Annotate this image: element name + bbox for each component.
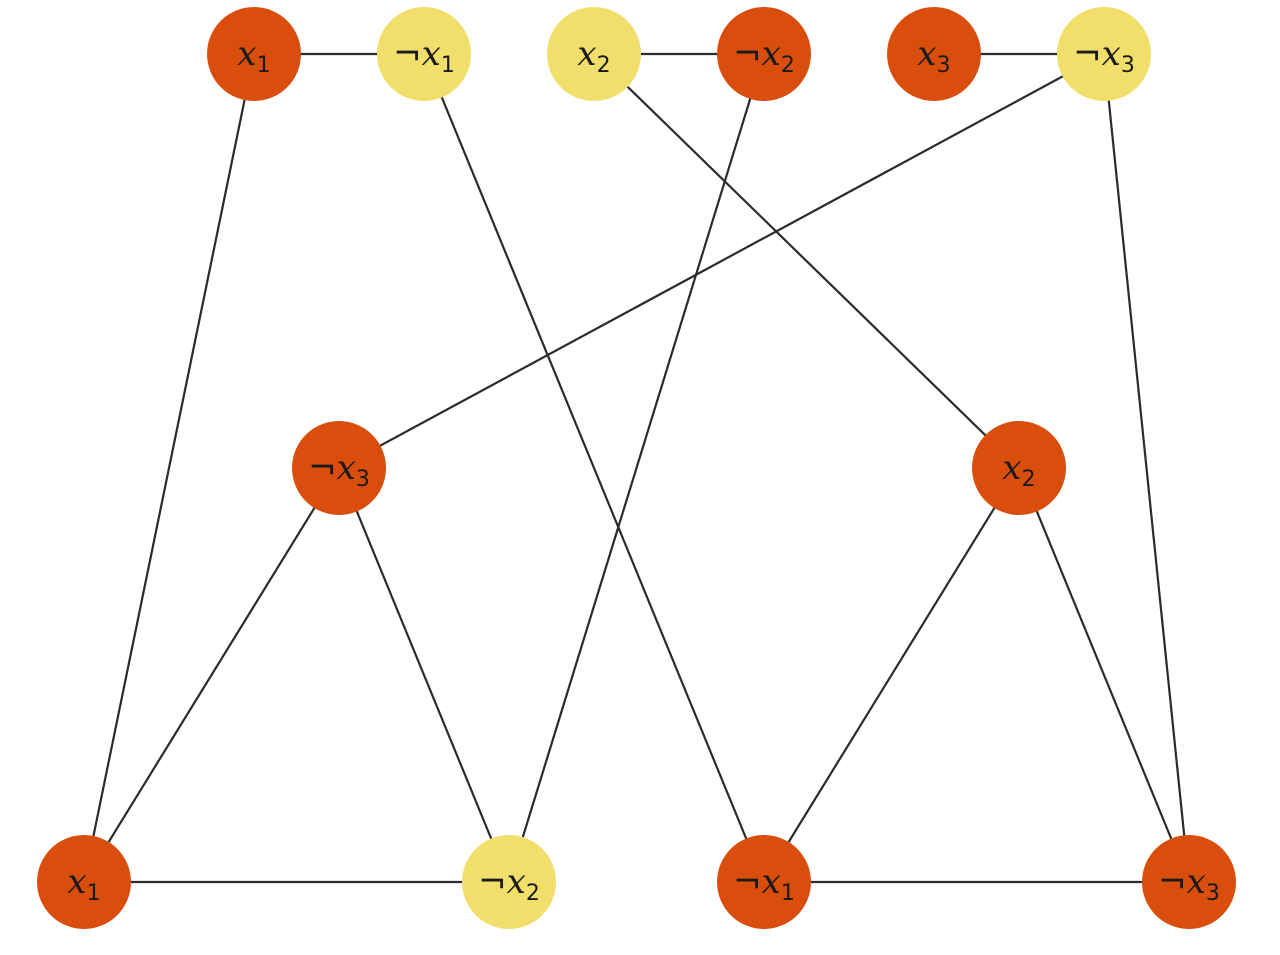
node-c2_nx1: ¬x1 bbox=[717, 835, 811, 929]
negation-symbol: ¬ bbox=[733, 34, 762, 74]
node-subscript: 1 bbox=[87, 881, 101, 906]
node-label: ¬x3 bbox=[1073, 34, 1135, 78]
node-variable: x bbox=[1187, 862, 1206, 902]
node-circle bbox=[1142, 835, 1236, 929]
edge-t_x2-c2_x2 bbox=[593, 53, 1020, 469]
node-label: x1 bbox=[67, 862, 100, 906]
node-subscript: 1 bbox=[257, 53, 271, 78]
node-label: ¬x3 bbox=[1158, 862, 1220, 906]
node-circle bbox=[207, 7, 301, 101]
negation-symbol: ¬ bbox=[478, 862, 507, 902]
edge-t_nx1-c2_nx1 bbox=[422, 53, 766, 883]
node-variable: x bbox=[67, 862, 86, 902]
node-label: ¬x1 bbox=[733, 862, 795, 906]
negation-symbol: ¬ bbox=[1073, 34, 1102, 74]
node-t_x3: x3 bbox=[887, 7, 981, 101]
node-circle bbox=[717, 7, 811, 101]
node-variable: x bbox=[422, 34, 441, 74]
node-variable: x bbox=[1002, 448, 1021, 488]
node-t_x1: x1 bbox=[207, 7, 301, 101]
node-circle bbox=[462, 835, 556, 929]
node-variable: x bbox=[762, 34, 781, 74]
node-label: x2 bbox=[1002, 448, 1035, 492]
node-t_nx2: ¬x2 bbox=[717, 7, 811, 101]
node-subscript: 2 bbox=[781, 53, 795, 78]
node-circle bbox=[292, 421, 386, 515]
node-circle bbox=[717, 835, 811, 929]
node-t_nx3: ¬x3 bbox=[1057, 7, 1151, 101]
node-circle bbox=[37, 835, 131, 929]
node-c1_nx2: ¬x2 bbox=[462, 835, 556, 929]
edge-c1_nx3-c1_x1 bbox=[83, 467, 340, 883]
edge-c2_x2-c2_nx1 bbox=[763, 467, 1020, 883]
node-variable: x bbox=[1102, 34, 1121, 74]
node-circle bbox=[377, 7, 471, 101]
edges-layer bbox=[82, 52, 1191, 884]
negation-symbol: ¬ bbox=[308, 448, 337, 488]
node-variable: x bbox=[762, 862, 781, 902]
edge-t_x1-c1_x1 bbox=[82, 53, 256, 883]
node-label: ¬x2 bbox=[478, 862, 540, 906]
edge-t_nx3-c2_nx3 bbox=[1102, 53, 1191, 883]
node-label: ¬x2 bbox=[733, 34, 795, 78]
node-label: ¬x1 bbox=[393, 34, 455, 78]
node-variable: x bbox=[237, 34, 256, 74]
edge-t_nx3-c1_nx3 bbox=[338, 53, 1105, 469]
node-variable: x bbox=[917, 34, 936, 74]
node-subscript: 3 bbox=[1206, 881, 1220, 906]
node-subscript: 2 bbox=[1022, 467, 1036, 492]
negation-symbol: ¬ bbox=[393, 34, 422, 74]
node-c1_x1: x1 bbox=[37, 835, 131, 929]
node-t_x2: x2 bbox=[547, 7, 641, 101]
node-c1_nx3: ¬x3 bbox=[292, 421, 386, 515]
node-c2_x2: x2 bbox=[972, 421, 1066, 515]
node-label: x3 bbox=[917, 34, 950, 78]
negation-symbol: ¬ bbox=[1158, 862, 1187, 902]
node-subscript: 3 bbox=[937, 53, 951, 78]
node-label: x2 bbox=[577, 34, 610, 78]
node-label: ¬x3 bbox=[308, 448, 370, 492]
node-c2_nx3: ¬x3 bbox=[1142, 835, 1236, 929]
node-circle bbox=[547, 7, 641, 101]
node-subscript: 2 bbox=[526, 881, 540, 906]
edge-c1_nx3-c1_nx2 bbox=[337, 467, 511, 883]
negation-symbol: ¬ bbox=[733, 862, 762, 902]
node-subscript: 1 bbox=[781, 881, 795, 906]
node-subscript: 1 bbox=[441, 53, 455, 78]
node-circle bbox=[887, 7, 981, 101]
node-variable: x bbox=[577, 34, 596, 74]
edge-t_nx2-c1_nx2 bbox=[507, 53, 766, 883]
node-circle bbox=[1057, 7, 1151, 101]
edge-c2_x2-c2_nx3 bbox=[1017, 467, 1191, 883]
node-variable: x bbox=[507, 862, 526, 902]
node-label: x1 bbox=[237, 34, 270, 78]
node-subscript: 3 bbox=[356, 467, 370, 492]
node-subscript: 2 bbox=[597, 53, 611, 78]
node-subscript: 3 bbox=[1121, 53, 1135, 78]
node-t_nx1: ¬x1 bbox=[377, 7, 471, 101]
node-circle bbox=[972, 421, 1066, 515]
node-variable: x bbox=[337, 448, 356, 488]
